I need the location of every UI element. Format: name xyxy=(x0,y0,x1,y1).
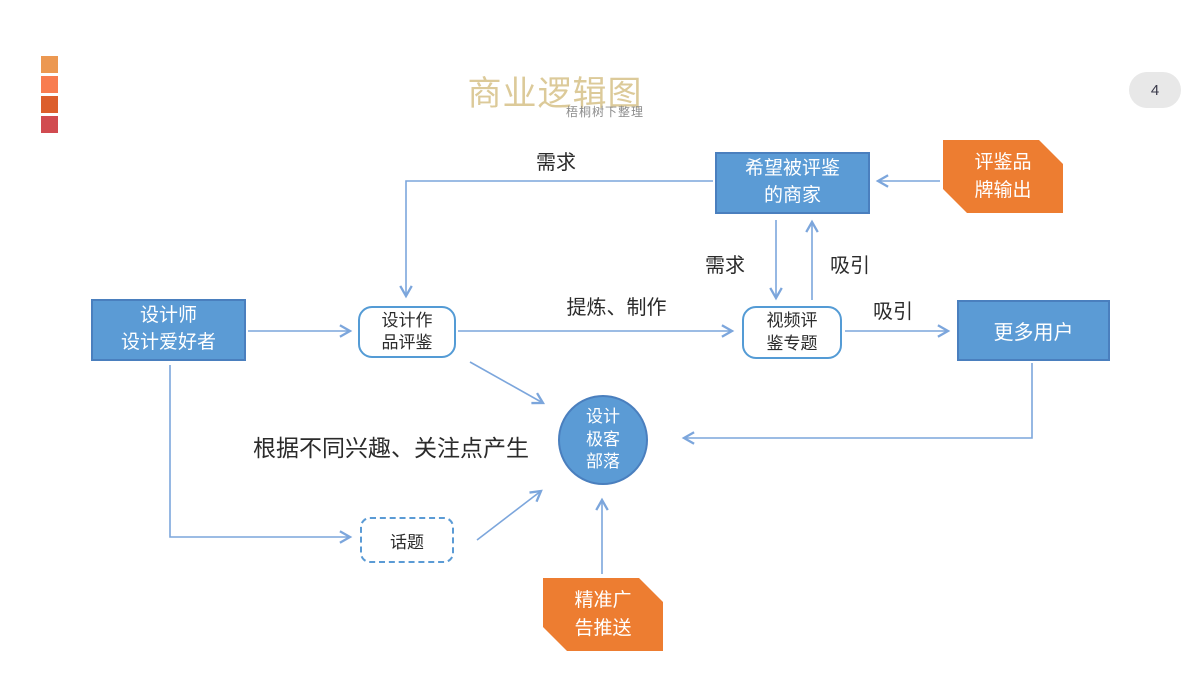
node-ad-push: 精准广 告推送 xyxy=(543,578,663,651)
edge-label-demand-mid: 需求 xyxy=(705,255,745,277)
edge-label-demand-top: 需求 xyxy=(536,152,576,174)
node-designers: 设计师 设计爱好者 xyxy=(91,299,246,361)
slide-subtitle: 梧桐树下整理 xyxy=(565,105,644,119)
page-number: 4 xyxy=(1150,81,1160,99)
edge-label-refine-produce: 提炼、制作 xyxy=(566,297,667,319)
node-merchants: 希望被评鉴 的商家 xyxy=(715,152,870,214)
edge-label-interests-note: 根据不同兴趣、关注点产生 xyxy=(253,435,529,461)
node-works-review: 设计作 品评鉴 xyxy=(358,306,456,358)
edge-label-attract-mid: 吸引 xyxy=(830,255,870,277)
node-topic: 话题 xyxy=(360,517,454,563)
arrow-designers-to-topic xyxy=(169,365,353,544)
accent-bar-coral xyxy=(41,76,58,93)
edge-label-attract-right: 吸引 xyxy=(873,301,913,323)
accent-bar-orange xyxy=(41,56,58,73)
accent-bar-darkorange xyxy=(41,96,58,113)
arrow-topic-to-tribe xyxy=(476,489,543,541)
node-video-review: 视频评 鉴专题 xyxy=(742,306,842,359)
page-number-badge: 4 xyxy=(1129,72,1181,108)
arrow-works-review-to-tribe xyxy=(469,361,546,405)
arrow-merchants-to-works-review xyxy=(399,180,713,299)
slide-title: 商业逻辑图 xyxy=(467,75,643,113)
accent-bars xyxy=(41,56,58,136)
node-brand-output: 评鉴品 牌输出 xyxy=(943,140,1063,213)
node-design-geek-tribe: 设计 极客 部落 xyxy=(558,395,648,485)
accent-bar-red xyxy=(41,116,58,133)
node-more-users: 更多用户 xyxy=(957,300,1110,361)
arrow-more-users-to-tribe xyxy=(681,363,1033,445)
